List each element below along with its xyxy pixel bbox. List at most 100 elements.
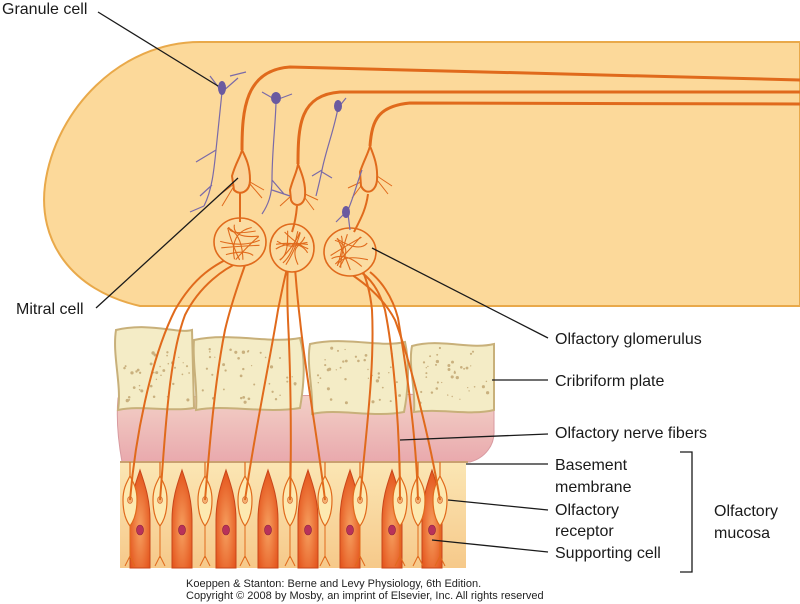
bone-speck <box>247 397 251 401</box>
bone-speck <box>367 377 370 379</box>
bone-speck <box>485 391 490 395</box>
bone-speck <box>264 356 267 359</box>
olfactory-receptor-cell <box>237 462 253 567</box>
bone-speck <box>253 383 256 386</box>
mitral-cell-body <box>230 147 252 194</box>
label-supporting-cell: Supporting cell <box>555 545 661 562</box>
bone-speck <box>269 365 274 369</box>
bone-speck <box>363 358 366 362</box>
mitral-axon <box>240 65 800 151</box>
bone-speck <box>469 352 473 355</box>
bone-speck <box>208 348 211 351</box>
bone-speck <box>344 377 347 381</box>
bone-speck <box>181 373 184 376</box>
bone-speck <box>140 389 144 393</box>
bone-speck <box>460 366 463 369</box>
bone-speck <box>447 394 449 396</box>
leader-olfactory-nerve-fibers <box>399 433 549 441</box>
glomerulus-fiber <box>220 239 260 245</box>
label-basement-membrane-line1: Basement <box>555 457 628 474</box>
bone-speck <box>435 359 440 364</box>
supporting-cell-nucleus <box>264 524 272 536</box>
bone-speck <box>151 351 155 355</box>
glomerulus-fiber <box>334 236 362 265</box>
bone-speck <box>246 350 249 353</box>
bone-speck <box>451 395 453 398</box>
granule-cell-bodies <box>218 81 350 218</box>
olfactory-receptor-cell <box>197 462 213 567</box>
bone-speck <box>185 365 189 368</box>
bone-speck <box>377 376 381 379</box>
bone-speck <box>453 371 456 374</box>
bone-speck <box>279 394 281 396</box>
bone-speck <box>319 377 322 380</box>
bone-speck <box>124 365 127 368</box>
bone-speck <box>135 370 138 373</box>
bone-block <box>307 340 409 416</box>
label-olfactory-mucosa-line2: mucosa <box>714 525 771 542</box>
glomerulus-fiber <box>235 235 260 260</box>
bone-speck <box>209 351 211 353</box>
bone-speck <box>291 376 293 378</box>
bone-speck <box>174 366 176 369</box>
bone-speck <box>434 363 438 366</box>
cribriform-plate <box>114 326 495 416</box>
glomerulus-fiber <box>334 239 347 268</box>
bone-speck <box>182 362 184 364</box>
bone-speck <box>234 350 238 354</box>
bone-speck <box>425 376 428 378</box>
bone-speck <box>436 353 439 356</box>
label-olfactory-receptor-line1: Olfactory <box>555 502 620 519</box>
glomerulus-fiber <box>336 257 369 267</box>
olfactory-receptor-cell <box>352 462 368 567</box>
bone-speck <box>152 395 156 399</box>
bone-speck <box>172 382 175 386</box>
granule-cell-body <box>334 100 342 112</box>
bone-speck <box>422 361 426 364</box>
glomerulus-fiber <box>221 244 260 249</box>
nerve-fiber <box>129 254 236 501</box>
lateral-dendrite <box>279 193 319 211</box>
nerve-fiber <box>359 264 374 501</box>
bone-speck <box>162 369 166 372</box>
bone-speck <box>435 387 439 390</box>
credit-line-2: Copyright © 2008 by Mosby, an imprint of… <box>186 590 544 602</box>
bone-speck <box>451 360 454 364</box>
bone-speck <box>324 364 327 367</box>
bone-speck <box>271 390 274 393</box>
nerve-fiber <box>351 267 401 501</box>
bone-speck <box>274 398 278 401</box>
bone-speck <box>241 350 246 354</box>
bone-speck <box>450 375 454 379</box>
bone-speck <box>222 363 226 367</box>
olfactory-bulb <box>43 41 800 307</box>
bone-speck <box>237 356 240 360</box>
bone-speck <box>132 386 136 389</box>
bone-speck <box>395 381 398 384</box>
bone-speck <box>250 364 253 367</box>
lateral-dendrite <box>217 181 265 207</box>
bone-speck <box>127 395 131 399</box>
mucosa-bracket <box>680 451 693 573</box>
bone-speck <box>427 365 429 368</box>
bone-speck <box>367 368 369 371</box>
bone-speck <box>178 356 180 359</box>
bone-speck <box>159 365 161 368</box>
bone-speck <box>389 366 392 369</box>
bone-speck <box>468 390 470 392</box>
bone-speck <box>211 373 214 376</box>
bone-speck <box>224 369 227 372</box>
label-basement-membrane-line2: membrane <box>555 479 632 496</box>
bone-speck <box>316 374 320 377</box>
label-mitral-cell: Mitral cell <box>16 301 84 318</box>
label-olfactory-nerve-fibers: Olfactory nerve fibers <box>555 425 708 442</box>
bone-speckles <box>123 346 490 405</box>
bone-speck <box>138 388 141 391</box>
glomerulus-fiber <box>275 243 308 250</box>
olfactory-receptor-cell <box>122 462 138 567</box>
bone-speck <box>371 400 375 404</box>
bone-speck <box>242 396 246 399</box>
supporting-cell-nucleus <box>346 524 354 536</box>
bone-speck <box>153 353 157 357</box>
